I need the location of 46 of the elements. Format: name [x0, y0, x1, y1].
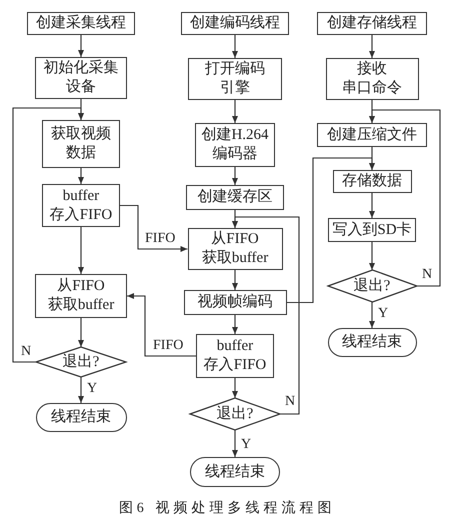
arrow: [232, 100, 238, 123]
arrow: [78, 377, 84, 403]
process-box: buffer存入FIFO: [196, 334, 274, 378]
terminal-box: 线程结束: [328, 328, 416, 357]
process-box: 创建存储线程: [317, 12, 427, 35]
arrow: [78, 168, 84, 184]
arrow: [232, 35, 238, 58]
arrow: [120, 204, 188, 252]
arrow: [232, 430, 238, 457]
process-box: 获取视频数据: [42, 120, 120, 168]
process-box: 初始化采集设备: [35, 57, 127, 99]
arrow: [369, 193, 375, 218]
process-box: 创建采集线程: [27, 12, 135, 35]
process-box: 写入到SD卡: [328, 218, 416, 242]
process-box: 视频帧编码: [184, 290, 286, 315]
arrow: [369, 302, 375, 328]
process-box: 创建H.264编码器: [195, 123, 275, 167]
process-box: 从FIFO获取buffer: [35, 274, 127, 318]
arrow: [369, 109, 441, 287]
arrow: [232, 216, 300, 415]
process-box: 存储数据: [332, 170, 412, 193]
decision-diamond: 退出?: [190, 398, 280, 430]
process-box: 创建编码线程: [181, 12, 289, 35]
process-box: buffer存入FIFO: [42, 184, 120, 227]
figure-caption: 图6 视频处理多线程流程图: [118, 501, 336, 516]
decision-diamond: 退出?: [36, 347, 126, 377]
arrow: [232, 167, 238, 185]
process-box: 接收串口命令: [326, 58, 418, 100]
process-box: 从FIFO获取buffer: [188, 228, 282, 270]
arrow: [232, 378, 238, 398]
arrow: [369, 242, 375, 270]
process-box: 创建压缩文件: [317, 123, 427, 147]
process-box: 创建缓存区: [186, 185, 284, 210]
process-box: 打开编码引擎: [188, 58, 282, 100]
arrow: [369, 147, 375, 170]
terminal-box: 线程结束: [36, 403, 126, 432]
arrow: [232, 315, 238, 334]
arrow: [78, 35, 84, 57]
arrow: [12, 107, 84, 363]
arrow: [78, 227, 84, 274]
terminal-box: 线程结束: [190, 457, 280, 487]
arrow: [78, 318, 84, 347]
arrow: [232, 270, 238, 290]
arrow: [369, 35, 375, 58]
arrow: [127, 293, 196, 357]
decision-diamond: 退出?: [328, 270, 416, 302]
